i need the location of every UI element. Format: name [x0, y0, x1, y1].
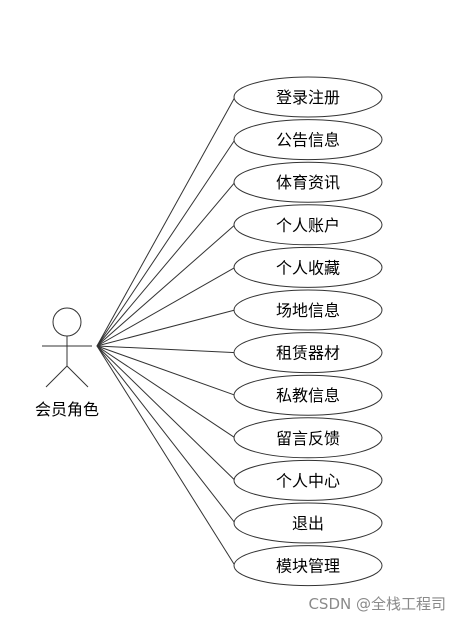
use-case-ellipse: [233, 374, 383, 416]
association-line: [96, 181, 236, 347]
association-line: [96, 345, 236, 439]
association-lines: [96, 96, 236, 566]
use-case: 租赁器材: [233, 332, 383, 374]
association-line: [96, 345, 236, 524]
actor-left-leg: [45, 365, 68, 388]
association-line: [96, 224, 236, 347]
actor-right-leg: [66, 365, 89, 388]
use-case-ellipse: [233, 246, 383, 288]
use-case-ellipse: [233, 459, 383, 501]
actor-label: 会员角色: [35, 400, 99, 419]
association-line: [96, 345, 236, 396]
use-case-label: 个人收藏: [276, 258, 340, 277]
actor-member-role: 会员角色: [35, 307, 99, 419]
use-case-ellipse: [233, 545, 383, 587]
use-case: 退出: [233, 502, 383, 544]
use-case-label: 个人账户: [276, 216, 340, 235]
use-case-ellipse: [233, 502, 383, 544]
use-case-ellipse: [233, 204, 383, 246]
watermark-text: CSDN @全栈工程司: [308, 595, 446, 613]
association-line: [96, 266, 236, 347]
association-line: [96, 309, 236, 347]
actor-head: [52, 307, 82, 337]
association-line: [96, 345, 236, 481]
use-case: 个人中心: [233, 459, 383, 501]
use-case-ellipse: [233, 119, 383, 161]
use-case-label: 登录注册: [276, 88, 340, 107]
use-case-label: 租赁器材: [276, 344, 340, 363]
use-case-label: 个人中心: [276, 471, 340, 490]
use-case: 模块管理: [233, 545, 383, 587]
use-case-label: 场地信息: [276, 301, 340, 320]
association-line: [96, 345, 236, 566]
use-case: 登录注册: [233, 76, 383, 118]
use-case: 场地信息: [233, 289, 383, 331]
association-line: [96, 139, 236, 347]
use-case-label: 模块管理: [276, 557, 340, 576]
use-case-ellipse: [233, 289, 383, 331]
use-case-list: 登录注册公告信息体育资讯个人账户个人收藏场地信息租赁器材私教信息留言反馈个人中心…: [233, 76, 383, 587]
use-case-label: 留言反馈: [276, 429, 340, 448]
use-case-label: 私教信息: [276, 386, 340, 405]
use-case: 个人收藏: [233, 246, 383, 288]
use-case: 私教信息: [233, 374, 383, 416]
use-case-ellipse: [233, 417, 383, 459]
use-case: 公告信息: [233, 119, 383, 161]
use-case-label: 公告信息: [276, 131, 340, 150]
use-case: 个人账户: [233, 204, 383, 246]
use-case-label: 退出: [292, 514, 324, 533]
use-case-label: 体育资讯: [276, 173, 340, 192]
use-case: 体育资讯: [233, 161, 383, 203]
use-case-ellipse: [233, 76, 383, 118]
association-line: [96, 96, 236, 347]
use-case-ellipse: [233, 332, 383, 374]
association-line: [96, 345, 236, 354]
use-case: 留言反馈: [233, 417, 383, 459]
use-case-ellipse: [233, 161, 383, 203]
